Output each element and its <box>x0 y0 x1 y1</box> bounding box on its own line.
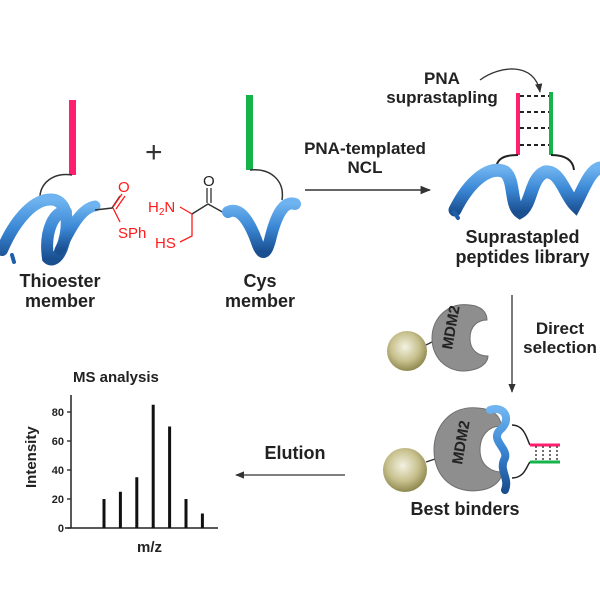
cys-carbonyl-oxygen: O <box>203 173 215 190</box>
cys-amine: H2N <box>148 199 175 218</box>
ms-peak-p7 <box>200 513 204 528</box>
linker <box>249 169 284 201</box>
cys-label-line2: member <box>224 290 296 311</box>
pna-strand-pink <box>69 100 76 175</box>
chart-title: MS analysis <box>73 369 159 386</box>
best-binder-complex: MDM2 <box>383 405 560 494</box>
pna-stapling-label: PNA suprastapling <box>372 69 512 107</box>
selection-label-line1: Direct <box>535 319 585 338</box>
staple-curve-arrow <box>479 68 543 93</box>
bead <box>383 448 427 492</box>
cys-member: H2N O HS <box>148 95 301 258</box>
library-label-line1: Suprastapled <box>465 227 580 247</box>
thioester-sph: SPh <box>118 225 146 242</box>
selection-label: Direct selection <box>515 319 600 357</box>
reaction-label-line2: NCL <box>347 157 383 177</box>
bead <box>387 331 427 371</box>
thioester-member: O SPh <box>0 100 146 266</box>
helix-ribbon <box>448 161 600 220</box>
elution-label: Elution <box>264 443 326 463</box>
thioester-label-line2: member <box>24 290 96 311</box>
reaction-label: PNA-templated NCL <box>290 139 440 177</box>
ms-peak-p2 <box>118 491 122 528</box>
x-axis-label: m/z <box>137 539 162 556</box>
best-binders-label: Best binders <box>410 499 520 519</box>
mdm2-bead-complex: MDM2 <box>387 304 489 372</box>
suprastapled-peptide <box>448 68 600 220</box>
ms-peak-p6 <box>184 499 188 528</box>
base-pairs <box>520 95 549 146</box>
plus-sign: + <box>145 136 163 169</box>
selection-label-line2: selection <box>523 337 597 357</box>
ms-peak-p3 <box>135 477 139 528</box>
y-tick-label: 20 <box>52 494 64 506</box>
cys-thiol: HS <box>155 235 176 252</box>
y-tick-label: 60 <box>52 436 64 448</box>
pna-strand-green <box>549 92 553 155</box>
pna-strand-green <box>246 95 253 170</box>
y-axis-label: Intensity <box>23 426 40 488</box>
ms-peak-p5 <box>168 426 172 528</box>
pna-stapling-label-line1: PNA <box>424 69 460 88</box>
cys-label: Cys member <box>210 271 310 312</box>
helix-ribbon <box>486 405 511 494</box>
mdm2-protein <box>431 304 489 372</box>
library-label-line2: peptides library <box>455 246 590 267</box>
library-label: Suprastapled peptides library <box>445 227 600 268</box>
cys-label-line1: Cys <box>243 271 277 291</box>
y-tick-label: 80 <box>52 407 64 419</box>
thioester-label-line1: Thioester <box>19 271 101 291</box>
reaction-label-line1: PNA-templated <box>304 139 426 158</box>
helix-ribbon <box>222 197 301 258</box>
ms-peak-p4 <box>151 404 155 528</box>
helix-ribbon <box>0 193 101 266</box>
thioester-label: Thioester member <box>5 271 115 312</box>
ms-peak-p1 <box>102 499 106 528</box>
y-tick-label: 40 <box>52 465 64 477</box>
ms-chart: MS analysis 0 20 40 60 80 m/z Intensity <box>23 369 218 556</box>
thioester-oxygen: O <box>118 179 130 196</box>
pna-strand-pink <box>516 93 520 155</box>
pna-stapling-label-line2: suprastapling <box>386 87 498 107</box>
y-tick-label: 0 <box>58 523 64 535</box>
